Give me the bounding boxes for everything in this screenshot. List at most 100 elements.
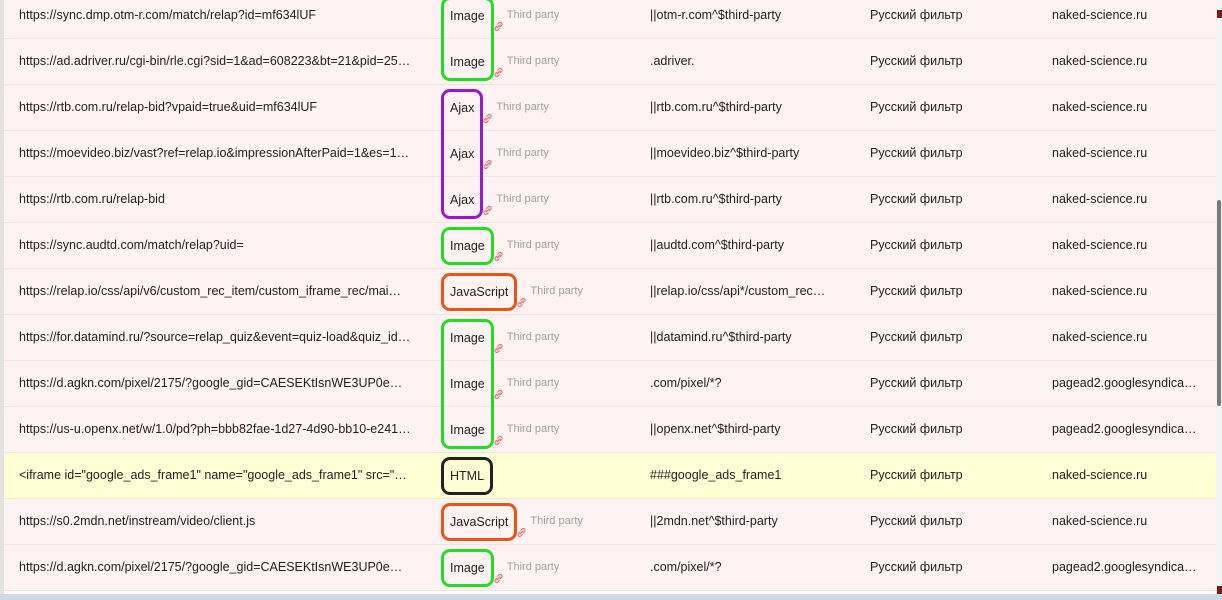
request-url: https://d.agkn.com/pixel/2175/?google_gi… [19, 560, 403, 574]
filter-list-name: Русский фильтр [870, 100, 963, 114]
request-type: JavaScript Third party [444, 269, 634, 314]
filter-list-name: Русский фильтр [870, 192, 963, 206]
source-domain: pagead2.googlesyndica… [1052, 376, 1197, 390]
bottom-border [0, 594, 1222, 600]
request-url: https://ad.adriver.ru/cgi-bin/rle.cgi?si… [19, 54, 411, 68]
filter-list-name: Русский фильтр [870, 560, 963, 574]
table-row[interactable]: https://d.agkn.com/pixel/2175/?google_gi… [4, 545, 1216, 591]
type-label: HTML [450, 468, 485, 483]
link-icon [516, 512, 527, 538]
third-party-label: Third party [506, 561, 560, 574]
filter-rule: ||rtb.com.ru^$third-party [650, 100, 782, 114]
link-icon [516, 282, 527, 308]
table-row[interactable]: https://sync.dmp.otm-r.com/match/relap?i… [4, 0, 1216, 39]
third-party-label: Third party [496, 101, 549, 114]
source-domain: naked-science.ru [1052, 468, 1148, 482]
source-domain: pagead2.googlesyndica… [1052, 560, 1197, 574]
table-row[interactable]: https://ad.adriver.ru/cgi-bin/rle.cgi?si… [4, 39, 1216, 85]
link-icon [482, 190, 493, 216]
filter-list-name: Русский фильтр [870, 146, 963, 160]
request-type: HTML [444, 453, 634, 498]
left-border [0, 0, 4, 600]
filter-list-name: Русский фильтр [870, 422, 963, 436]
third-party-label: Third party [496, 147, 549, 160]
request-type: Image Third party [444, 315, 634, 360]
request-url: https://relap.io/css/api/v6/custom_rec_i… [19, 284, 402, 298]
source-domain: naked-science.ru [1052, 8, 1148, 22]
filter-list-name: Русский фильтр [870, 514, 963, 528]
scroll-marker-bottom [1217, 586, 1222, 594]
third-party-label: Third party [496, 193, 549, 206]
request-type: Image Third party [444, 407, 634, 452]
source-domain: naked-science.ru [1052, 238, 1148, 252]
filter-list-name: Русский фильтр [870, 284, 963, 298]
type-label: Image [450, 54, 485, 69]
source-domain: pagead2.googlesyndica… [1052, 422, 1197, 436]
type-label: Image [450, 560, 485, 575]
request-url: https://s0.2mdn.net/instream/video/clien… [19, 514, 256, 528]
request-table: https://sync.dmp.otm-r.com/match/relap?i… [4, 0, 1216, 591]
filter-rule: ||moevideo.biz^$third-party [650, 146, 800, 160]
link-icon [493, 558, 504, 584]
third-party-label: Third party [506, 423, 560, 436]
request-url: https://rtb.com.ru/relap-bid?vpaid=true&… [19, 100, 318, 114]
filter-rule: ||openx.net^$third-party [650, 422, 781, 436]
type-label: Image [450, 330, 485, 345]
scroll-marker-top [1217, 10, 1222, 18]
link-icon [493, 420, 504, 446]
filter-list-name: Русский фильтр [870, 376, 963, 390]
source-domain: naked-science.ru [1052, 330, 1148, 344]
third-party-label: Third party [506, 239, 560, 252]
table-row[interactable]: https://us-u.openx.net/w/1.0/pd?ph=bbb82… [4, 407, 1216, 453]
third-party-label: Third party [530, 285, 583, 298]
filter-rule: ###google_ads_frame1 [650, 468, 782, 482]
table-row[interactable]: https://relap.io/css/api/v6/custom_rec_i… [4, 269, 1216, 315]
request-url: https://sync.audtd.com/match/relap?uid= [19, 238, 244, 252]
table-row[interactable]: https://moevideo.biz/vast?ref=relap.io&i… [4, 131, 1216, 177]
filter-list-name: Русский фильтр [870, 54, 963, 68]
type-label: JavaScript [450, 514, 509, 529]
table-row[interactable]: https://sync.audtd.com/match/relap?uid= I… [4, 223, 1216, 269]
third-party-label: Third party [506, 331, 560, 344]
link-icon [493, 52, 504, 78]
link-icon [493, 6, 504, 32]
type-label: Image [450, 422, 485, 437]
table-row[interactable]: https://d.agkn.com/pixel/2175/?google_gi… [4, 361, 1216, 407]
source-domain: naked-science.ru [1052, 54, 1148, 68]
link-icon [482, 144, 493, 170]
filter-rule: ||2mdn.net^$third-party [650, 514, 778, 528]
third-party-label: Third party [506, 377, 560, 390]
table-row[interactable]: https://for.datamind.ru/?source=relap_qu… [4, 315, 1216, 361]
request-url: https://sync.dmp.otm-r.com/match/relap?i… [19, 8, 316, 22]
filter-rule: ||relap.io/css/api*/custom_rec… [650, 284, 826, 298]
third-party-label: Third party [506, 9, 560, 22]
request-type: Image Third party [444, 545, 634, 590]
source-domain: naked-science.ru [1052, 146, 1148, 160]
table-row[interactable]: <iframe id="google_ads_frame1" name="goo… [4, 453, 1216, 499]
source-domain: naked-science.ru [1052, 100, 1148, 114]
filter-rule: .com/pixel/*? [650, 560, 722, 574]
table-row[interactable]: https://rtb.com.ru/relap-bid?vpaid=true&… [4, 85, 1216, 131]
table-row[interactable]: https://s0.2mdn.net/instream/video/clien… [4, 499, 1216, 545]
filter-rule: ||audtd.com^$third-party [650, 238, 784, 252]
request-url: https://d.agkn.com/pixel/2175/?google_gi… [19, 376, 403, 390]
request-type: Image Third party [444, 223, 634, 268]
type-label: Image [450, 238, 485, 253]
request-url: https://rtb.com.ru/relap-bid [19, 192, 165, 206]
filter-list-name: Русский фильтр [870, 238, 963, 252]
request-url: <iframe id="google_ads_frame1" name="goo… [19, 468, 407, 482]
link-icon [493, 374, 504, 400]
filter-rule: ||rtb.com.ru^$third-party [650, 192, 782, 206]
type-label: JavaScript [450, 284, 509, 299]
filter-rule: .adriver. [650, 54, 695, 68]
filter-rule: .com/pixel/*? [650, 376, 722, 390]
source-domain: naked-science.ru [1052, 284, 1148, 298]
scrollbar-thumb[interactable] [1217, 200, 1221, 406]
